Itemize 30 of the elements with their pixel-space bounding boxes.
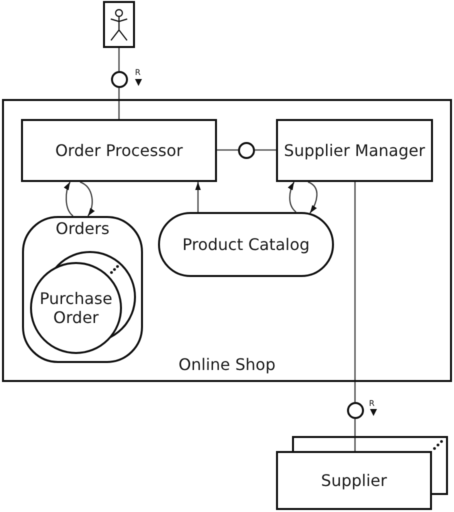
system-frame <box>2 99 452 382</box>
channel-label: R <box>369 399 375 408</box>
node-label: Purchase Order <box>38 289 114 327</box>
arrow <box>308 181 318 214</box>
channel-circle <box>111 71 128 88</box>
channel-label: R <box>135 68 141 77</box>
storage-area <box>22 216 143 363</box>
agent-box <box>276 119 433 182</box>
connector-line <box>118 88 120 119</box>
agent-box <box>21 119 217 182</box>
channel-circle <box>238 142 255 159</box>
node-label: Supplier Manager <box>284 141 426 160</box>
connector-line <box>354 418 356 451</box>
channel-circle <box>347 402 364 419</box>
connector-line <box>254 149 276 151</box>
node-label: Order Processor <box>55 141 183 160</box>
node-label: Supplier <box>321 471 387 490</box>
node-label: Orders <box>56 219 110 238</box>
storage-circle <box>30 262 122 354</box>
connector-line <box>354 182 356 402</box>
arrow <box>64 182 74 216</box>
node-label: Product Catalog <box>182 235 310 254</box>
node-label: Online Shop <box>178 355 276 374</box>
arrow <box>288 182 296 212</box>
actor-box <box>103 1 135 48</box>
connector-line <box>118 48 120 72</box>
connector-line <box>217 149 238 151</box>
arrow <box>195 182 201 212</box>
arrow <box>80 181 94 216</box>
agent-box <box>276 451 432 510</box>
